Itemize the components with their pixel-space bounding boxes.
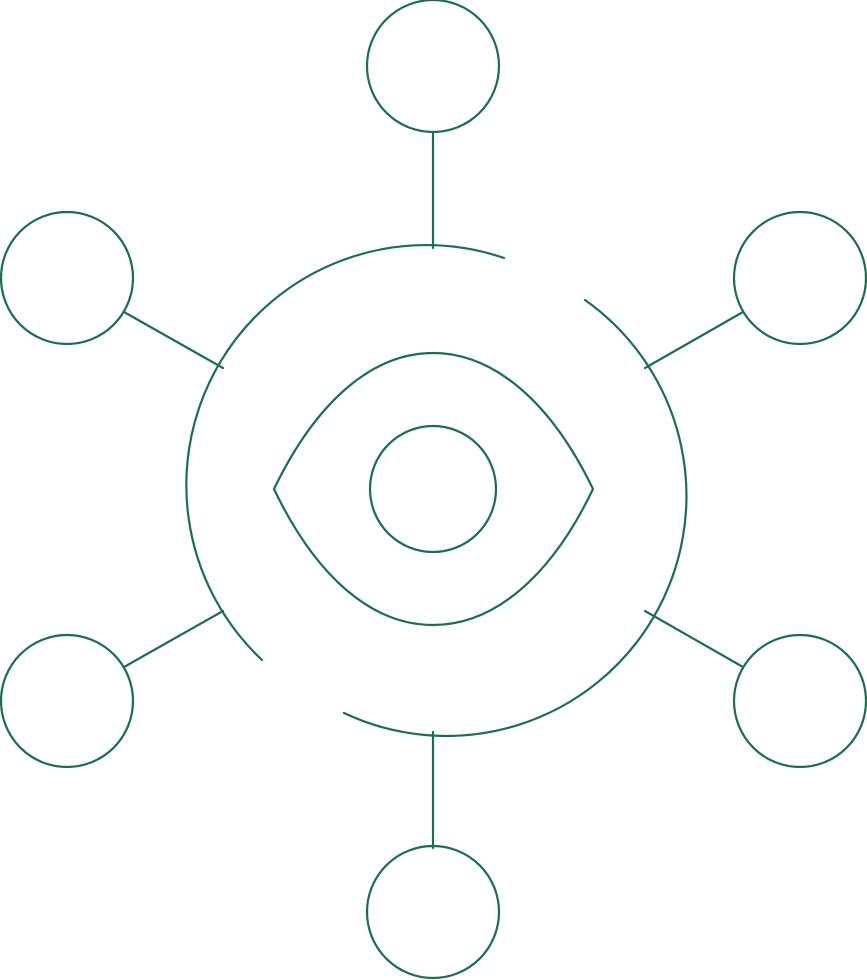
outer-ring-arc-secondary — [342, 298, 688, 738]
node-lower-left — [0, 633, 135, 769]
node-lower-right — [732, 633, 867, 769]
pupil-circle — [368, 424, 498, 554]
node-bottom — [365, 844, 501, 980]
connector-lower-left — [122, 609, 225, 669]
eye-outline — [272, 351, 595, 627]
connector-upper-right — [643, 310, 745, 370]
node-upper-right — [732, 210, 867, 346]
outer-ring-arc-main — [185, 243, 506, 662]
node-top — [365, 0, 501, 134]
connector-lower-right — [643, 609, 745, 669]
node-upper-left — [0, 210, 135, 346]
connector-upper-left — [122, 310, 225, 370]
